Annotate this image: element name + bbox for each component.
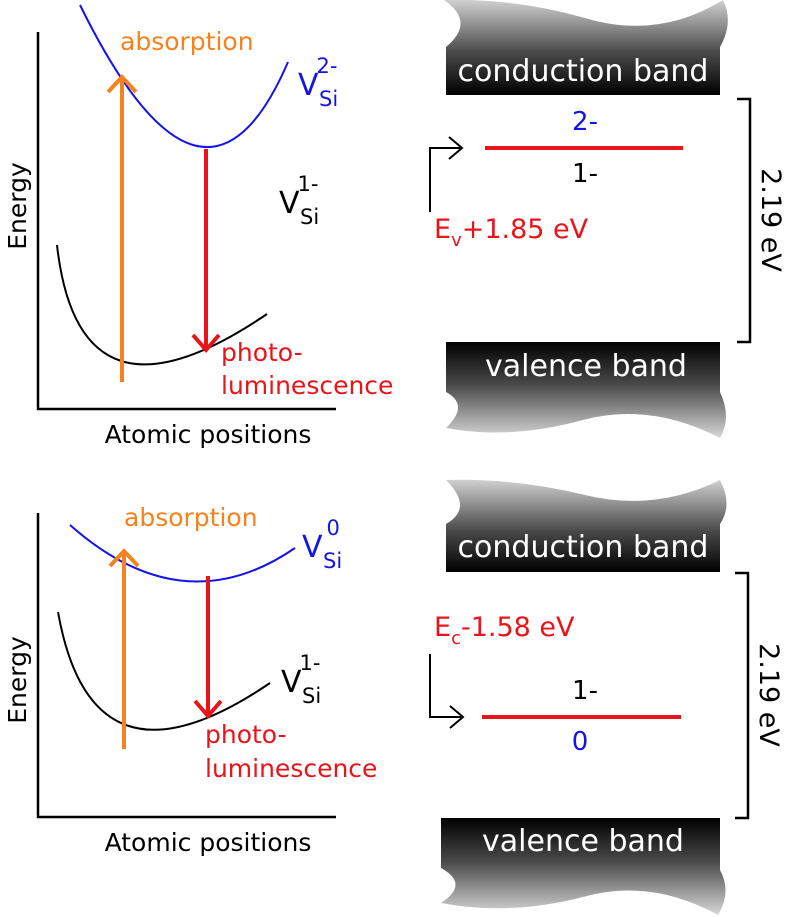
gap-bracket	[737, 97, 752, 344]
x-axis-label: Atomic positions	[105, 828, 312, 857]
gap-label: 2.19 eV	[755, 168, 786, 272]
lower-state-label: V1-Si	[281, 651, 321, 708]
gap-bracket	[735, 571, 750, 820]
level-energy-label: Ev+1.85 eV	[434, 214, 589, 251]
panel-bottom: Energy Atomic positions absorption photo…	[3, 479, 784, 915]
level-energy-label: Ec-1.58 eV	[434, 612, 575, 649]
pl-label-line2: luminescence	[205, 754, 377, 783]
pl-label-line1: photo-	[221, 338, 303, 367]
valence-band-label: valence band	[482, 824, 684, 859]
absorption-label: absorption	[120, 27, 254, 56]
band-diagram-top: conduction band valence band 2- 1- Ev+1.…	[429, 0, 786, 438]
pl-arrowhead	[191, 333, 221, 354]
valence-band	[446, 342, 726, 438]
conduction-band-label: conduction band	[458, 54, 709, 89]
axes	[36, 513, 336, 819]
level-pointer-arrow	[429, 654, 465, 729]
conduction-band	[446, 479, 727, 572]
valence-band	[441, 818, 726, 915]
valence-band-label: valence band	[485, 349, 687, 384]
upper-state-curve	[69, 524, 296, 583]
x-axis-label: Atomic positions	[105, 420, 312, 449]
conduction-band	[444, 0, 728, 95]
level-below-label: 0	[572, 727, 589, 757]
upper-state-label: V2-Si	[298, 54, 338, 111]
panel-top: Energy Atomic positions absorption photo…	[3, 0, 786, 449]
pl-label-line1: photo-	[205, 720, 287, 749]
cc-diagram-bottom: Energy Atomic positions absorption photo…	[3, 503, 377, 857]
y-axis-label: Energy	[3, 636, 32, 724]
band-diagram-bottom: conduction band valence band 1- 0 Ec-1.5…	[429, 479, 784, 915]
axes	[36, 32, 336, 411]
level-above-label: 2-	[572, 107, 598, 137]
gap-label: 2.19 eV	[753, 643, 784, 747]
level-above-label: 1-	[572, 676, 598, 706]
level-pointer-arrow	[429, 136, 464, 212]
lower-state-label: V1-Si	[279, 172, 319, 229]
lower-state-curve	[57, 611, 271, 731]
pl-label-line2: luminescence	[221, 371, 393, 400]
absorption-arrowhead	[108, 548, 140, 568]
pl-arrowhead	[193, 699, 223, 720]
upper-state-curve	[79, 4, 289, 149]
y-axis-label: Energy	[3, 162, 32, 250]
absorption-arrowhead	[106, 74, 138, 94]
cc-diagram-top: Energy Atomic positions absorption photo…	[3, 4, 393, 449]
level-below-label: 1-	[572, 159, 598, 189]
absorption-label: absorption	[124, 503, 258, 532]
conduction-band-label: conduction band	[458, 530, 709, 565]
